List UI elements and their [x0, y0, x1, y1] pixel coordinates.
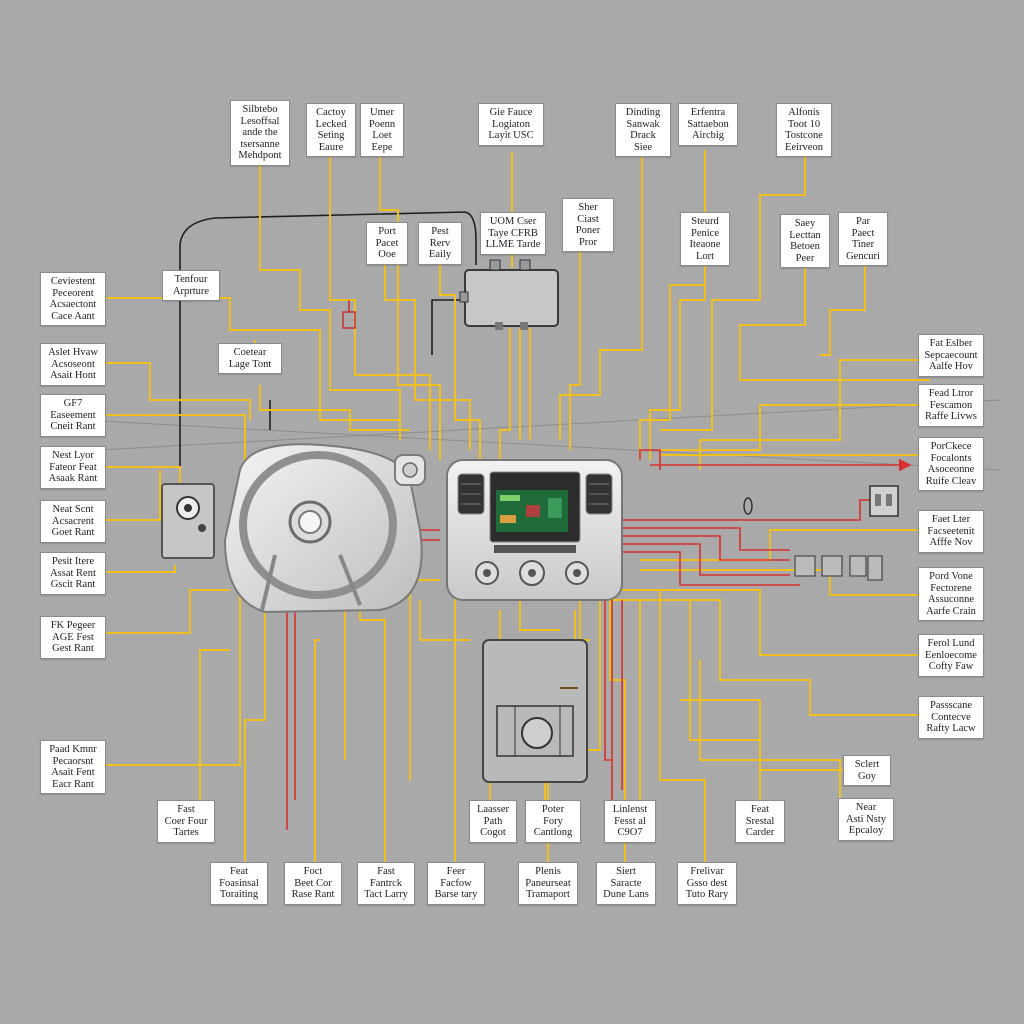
control-unit-box: [459, 259, 559, 330]
left-control-module: [161, 483, 215, 559]
right-components: [743, 485, 899, 581]
center-console: [446, 459, 623, 601]
steering-wheel: [223, 443, 426, 614]
small-connector: [342, 300, 356, 329]
guide-lines: [79, 399, 1001, 471]
lower-console: [482, 639, 588, 783]
